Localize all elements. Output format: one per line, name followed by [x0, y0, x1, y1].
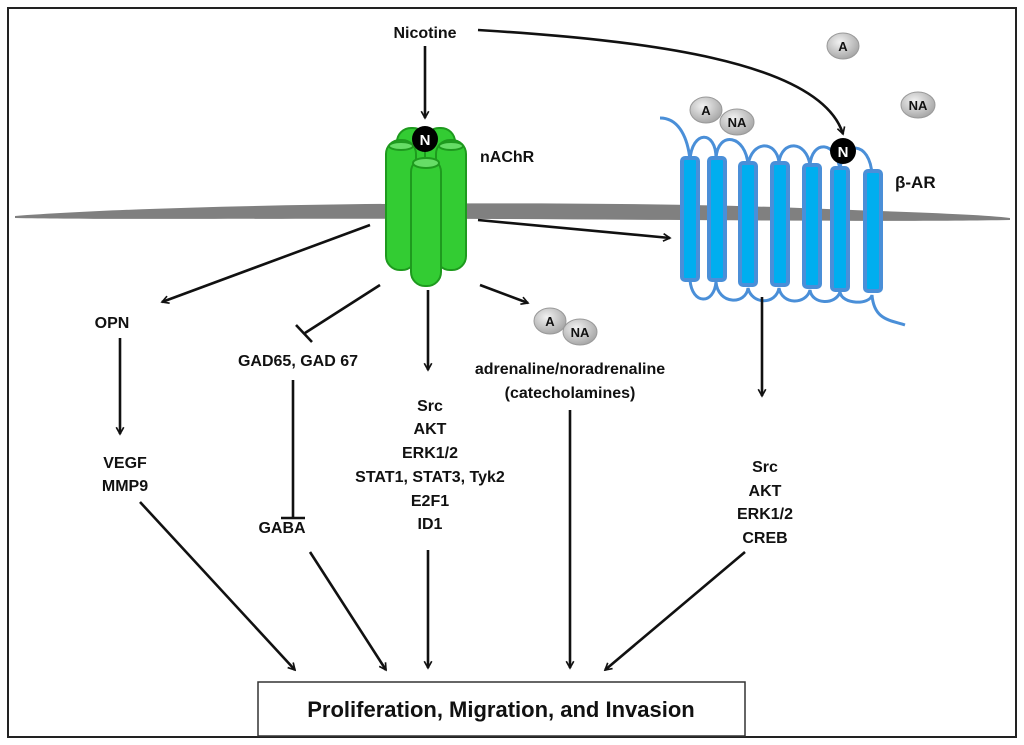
svg-text:NA: NA — [909, 98, 928, 113]
svg-text:STAT1, STAT3, Tyk2: STAT1, STAT3, Tyk2 — [355, 469, 505, 486]
inhibit-nachr-gad — [304, 283, 381, 335]
svg-text:N: N — [838, 144, 849, 161]
svg-text:AKT: AKT — [749, 483, 782, 500]
opn-label: OPN — [95, 315, 130, 332]
svg-text:E2F1: E2F1 — [411, 493, 449, 510]
arrows — [120, 28, 843, 670]
nicotine-bound-beta-ar: N — [830, 138, 856, 164]
svg-text:Src: Src — [752, 459, 778, 476]
svg-text:AKT: AKT — [414, 421, 447, 438]
svg-text:A: A — [701, 103, 711, 118]
nicotine-bound-nachr: N — [412, 126, 438, 152]
noradrenaline-released: NA — [562, 318, 598, 346]
gaba-label: GABA — [258, 520, 306, 537]
noradrenaline-bound: NA — [719, 108, 755, 136]
arrow-nachr-catecholamines — [479, 283, 528, 303]
catecholamines-label: adrenaline/noradrenaline — [475, 361, 665, 378]
svg-text:ERK1/2: ERK1/2 — [402, 445, 458, 462]
inhibit-bar-gad — [295, 324, 313, 343]
svg-text:ERK1/2: ERK1/2 — [737, 506, 793, 523]
frame — [7, 7, 1017, 738]
noradrenaline-free: NA — [900, 91, 936, 119]
svg-text:ID1: ID1 — [418, 516, 443, 533]
svg-text:A: A — [545, 314, 555, 329]
beta-ar-label: β-AR — [895, 173, 936, 192]
svg-text:Src: Src — [417, 398, 443, 415]
svg-text:NA: NA — [728, 115, 747, 130]
arrow-gaba-outcome — [308, 551, 388, 670]
nachr-downstream-list: Src AKT ERK1/2 STAT1, STAT3, Tyk2 E2F1 I… — [355, 398, 505, 533]
arrow-nicotine-beta-ar — [477, 28, 843, 134]
svg-text:CREB: CREB — [742, 530, 787, 547]
outcome-box: Proliferation, Migration, and Invasion — [257, 681, 746, 737]
beta-ar-receptor — [659, 116, 906, 327]
nicotine-label: Nicotine — [393, 25, 456, 42]
catecholamines-sublabel: (catecholamines) — [505, 385, 636, 402]
svg-text:A: A — [838, 39, 848, 54]
beta-ar-downstream-list: Src AKT ERK1/2 CREB — [737, 459, 793, 547]
adrenaline-released: A — [533, 307, 567, 335]
svg-text:Proliferation, Migration, and: Proliferation, Migration, and Invasion — [307, 697, 694, 722]
nachr-receptor — [385, 127, 467, 287]
adrenaline-free: A — [826, 32, 860, 60]
nachr-label: nAChR — [480, 149, 535, 166]
adrenaline-bound: A — [689, 96, 723, 124]
arrow-vegf-outcome — [139, 501, 295, 670]
mmp9-label: MMP9 — [102, 478, 148, 495]
vegf-label: VEGF — [103, 455, 147, 472]
svg-text:N: N — [420, 132, 431, 149]
arrow-nachr-opn — [162, 223, 371, 302]
cell-membrane — [15, 203, 1010, 221]
svg-text:NA: NA — [571, 325, 590, 340]
gad-label: GAD65, GAD 67 — [238, 353, 358, 370]
arrow-nachr-beta-ar — [477, 218, 670, 238]
arrow-creb-outcome — [605, 551, 746, 670]
